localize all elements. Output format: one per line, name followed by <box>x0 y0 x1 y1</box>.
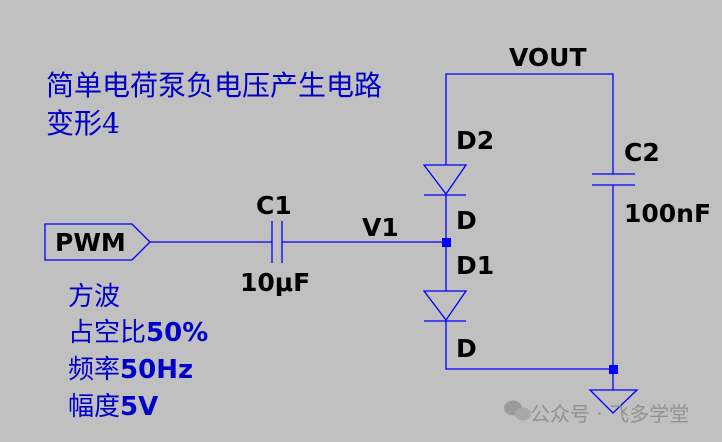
pwm-port-symbol[interactable] <box>44 223 151 261</box>
wire-bottom <box>445 320 613 370</box>
note-duty-cycle: 占空比50% <box>68 318 209 348</box>
title-line-1: 简单电荷泵负电压产生电路 <box>46 69 383 102</box>
title-line-2: 变形4 <box>46 107 120 140</box>
junction-ground <box>609 365 618 374</box>
watermark: 公众号 · 飞多学堂 <box>530 402 690 426</box>
d1-name: D1 <box>456 251 495 280</box>
note-amplitude: 幅度5V <box>68 392 159 422</box>
note-waveform: 方波 <box>68 282 121 312</box>
d2-name: D2 <box>456 126 495 155</box>
net-vout-label: VOUT <box>509 43 587 72</box>
d1-diode-symbol[interactable] <box>422 290 468 322</box>
d2-value: D <box>456 206 477 235</box>
net-v1-label: V1 <box>362 213 399 242</box>
pwm-port-label: PWM <box>55 228 126 257</box>
c1-value: 10μF <box>240 268 311 297</box>
junction-v1 <box>442 238 451 247</box>
d2-diode-symbol[interactable] <box>422 164 468 196</box>
d1-value: D <box>456 334 477 363</box>
c2-value: 100nF <box>624 199 712 228</box>
c1-name: C1 <box>256 191 292 220</box>
c2-name: C2 <box>624 138 660 167</box>
ground-symbol[interactable] <box>588 389 639 414</box>
wire-vout-loop <box>445 73 614 174</box>
note-frequency: 频率50Hz <box>68 355 194 385</box>
